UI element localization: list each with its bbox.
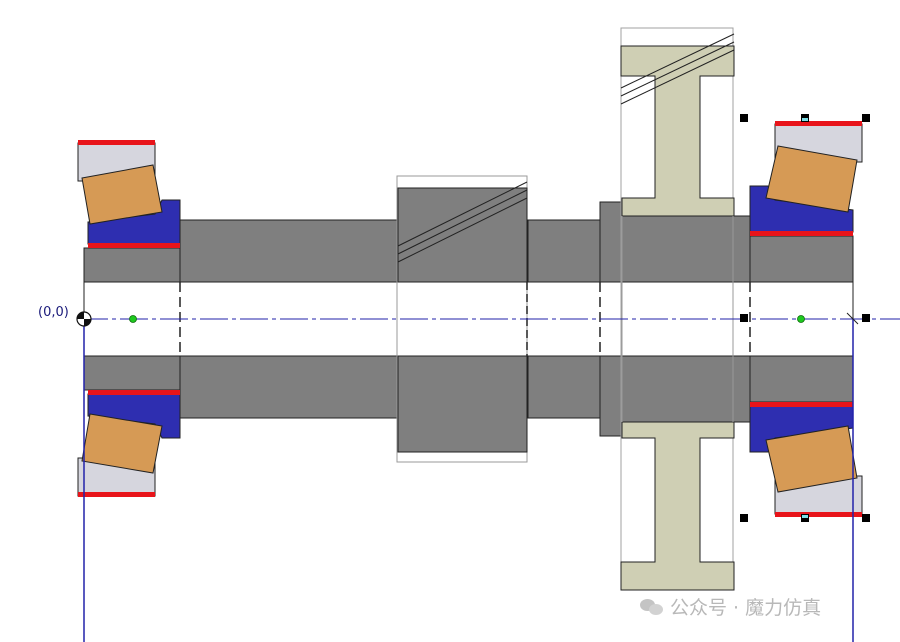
shaft-right-journal-lower bbox=[749, 355, 854, 403]
selection-mid-marker bbox=[802, 118, 808, 121]
selection-handle[interactable] bbox=[862, 514, 870, 522]
shaft-right-journal-upper bbox=[749, 235, 854, 283]
bearing-roller bbox=[81, 164, 163, 225]
selection-handle[interactable] bbox=[862, 114, 870, 122]
reference-point[interactable] bbox=[129, 315, 137, 323]
shaft-upper-half bbox=[83, 201, 854, 283]
pinion-teeth-upper bbox=[397, 187, 528, 283]
shaft-mid-section-lower bbox=[527, 355, 601, 419]
shaft-left-journal-upper bbox=[83, 247, 181, 283]
helix-line bbox=[620, 33, 735, 89]
selection-handle[interactable] bbox=[740, 314, 748, 322]
gear-web-upper bbox=[620, 45, 735, 217]
selection-handle[interactable] bbox=[740, 514, 748, 522]
bearing-stripe bbox=[78, 140, 155, 145]
helix-line bbox=[397, 197, 528, 263]
selection-mid-marker bbox=[802, 515, 808, 518]
shaft-hub-section-lower bbox=[621, 355, 751, 423]
bearing-roller bbox=[765, 425, 858, 493]
bearing-roller bbox=[765, 145, 858, 213]
shaft-collar-upper bbox=[599, 201, 623, 283]
left-bearing-upper bbox=[77, 140, 181, 248]
origin-label: (0,0) bbox=[38, 305, 69, 320]
left-bearing-lower bbox=[77, 390, 181, 497]
reference-point[interactable] bbox=[797, 315, 805, 323]
shaft-left-section-lower bbox=[179, 355, 399, 419]
bearing-stripe bbox=[88, 243, 180, 248]
pinion-teeth-lower bbox=[397, 355, 528, 453]
watermark-text: 公众号 · 魔力仿真 bbox=[670, 597, 822, 619]
helix-line bbox=[620, 41, 735, 97]
selection-handle[interactable] bbox=[862, 314, 870, 322]
pinion-gear bbox=[396, 175, 528, 463]
right-bearing-lower bbox=[749, 402, 863, 517]
gear-web-lower bbox=[620, 421, 735, 591]
bearing-stripe bbox=[88, 390, 180, 395]
bearing-stripe bbox=[775, 121, 862, 126]
selection-handle[interactable] bbox=[740, 114, 748, 122]
helix-line bbox=[620, 49, 735, 105]
helix-line bbox=[397, 181, 528, 247]
shaft-hub-section-upper bbox=[621, 215, 751, 283]
shaft-left-section-upper bbox=[179, 219, 399, 283]
wechat-icon bbox=[640, 597, 664, 617]
helix-line bbox=[397, 189, 528, 255]
watermark: 公众号 · 魔力仿真 bbox=[640, 593, 821, 620]
shaft-lower-half bbox=[83, 355, 854, 437]
end-cross-icon bbox=[846, 312, 859, 325]
origin-marker-icon[interactable] bbox=[76, 311, 92, 327]
shaft-mid-section-upper bbox=[527, 219, 601, 283]
bearing-stripe bbox=[750, 402, 853, 407]
bearing-stripe bbox=[775, 512, 862, 517]
right-bearing-upper bbox=[749, 121, 863, 236]
bearing-stripe bbox=[78, 492, 155, 497]
shaft-left-journal-lower bbox=[83, 355, 181, 391]
bearing-stripe bbox=[750, 231, 853, 236]
shaft-collar-lower bbox=[599, 355, 623, 437]
